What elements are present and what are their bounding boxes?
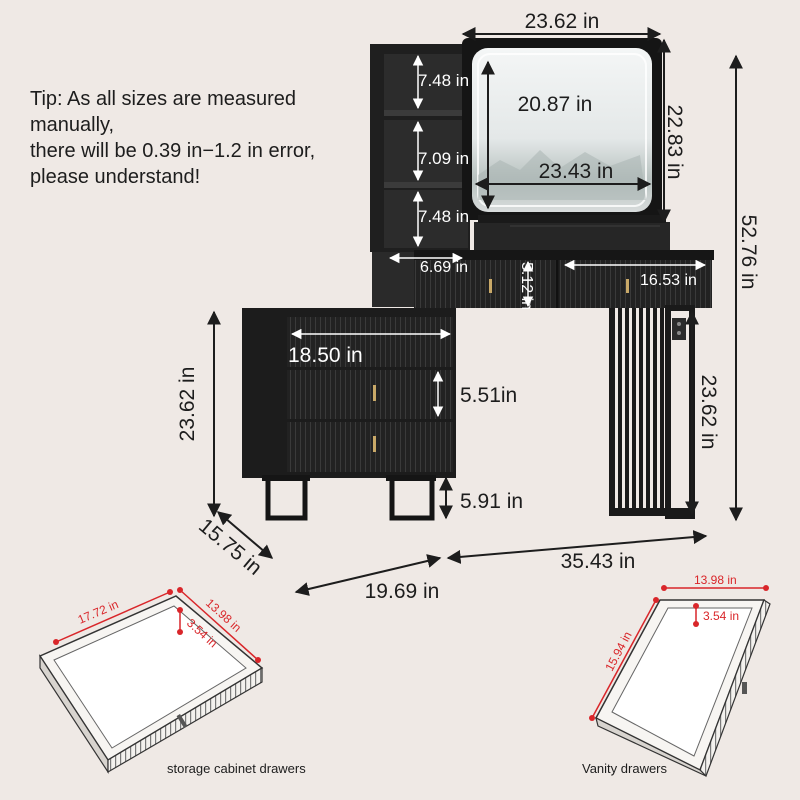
cabinet-drawer-handle (373, 385, 376, 401)
tip-line-4: please understand! (30, 166, 201, 188)
label-mirror-height: 22.83 in (663, 105, 686, 180)
storage-drawer-illustration: 17.72 in 13.98 in 3.54 in storage cabine… (38, 587, 306, 776)
label-cabinet-depth: 15.75 in (194, 514, 266, 580)
power-outlet (672, 318, 686, 340)
tip-note: Tip: As all sizes are measured manually,… (30, 86, 350, 190)
label-total-height: 52.76 in (737, 215, 760, 290)
label-shelf-bottom: 7.48 in (418, 207, 469, 226)
vanity-drawer-illustration: 13.98 in 15.94 in 3.54 in Vanity drawers (582, 573, 771, 778)
label-storage-drawer-length: 17.72 in (76, 597, 121, 627)
label-vanity-drawer-width-illus: 13.98 in (694, 573, 737, 587)
tip-line-2: manually, (30, 114, 115, 136)
label-cabinet-drawer-height: 5.51in (460, 384, 517, 407)
cabinet-drawer-handle (373, 436, 376, 452)
label-shelf-width: 6.69 in (420, 259, 468, 276)
vanity-drawer-caption: Vanity drawers (582, 761, 668, 776)
vanity-drawer-handle (626, 279, 629, 293)
label-desk-height: 23.62 in (697, 375, 720, 450)
label-mirror-width: 23.62 in (525, 10, 600, 33)
label-vanity-drawer-depth: 3.54 in (703, 609, 739, 623)
label-mirror-inner-width: 23.43 in (539, 160, 614, 183)
storage-cabinet (242, 308, 456, 521)
tip-line-3: there will be 0.39 in−1.2 in error, (30, 140, 316, 162)
label-shelf-top: 7.48 in (418, 71, 469, 90)
label-cabinet-width: 19.69 in (365, 580, 440, 603)
label-cabinet-drawer-width: 18.50 in (288, 344, 363, 367)
label-vanity-drawer-width: 16.53 in (640, 272, 697, 289)
vanity-drawer-handle (489, 279, 492, 293)
label-mirror-inner-height: 20.87 in (518, 93, 593, 116)
label-vanity-drawer-height: 5.12 in (518, 262, 535, 310)
desk-legs (609, 305, 695, 519)
dimension-lines (207, 27, 743, 596)
label-desk-width: 35.43 in (561, 550, 636, 573)
tip-line-1: Tip: As all sizes are measured (30, 88, 297, 110)
storage-drawer-caption: storage cabinet drawers (167, 761, 306, 776)
label-shelf-middle: 7.09 in (418, 149, 469, 168)
side-cabinet-top (372, 252, 416, 307)
led-mirror (462, 38, 662, 220)
storage-box (474, 215, 670, 254)
label-cabinet-height: 23.62 in (176, 367, 199, 442)
label-leg-height: 5.91 in (460, 490, 523, 513)
